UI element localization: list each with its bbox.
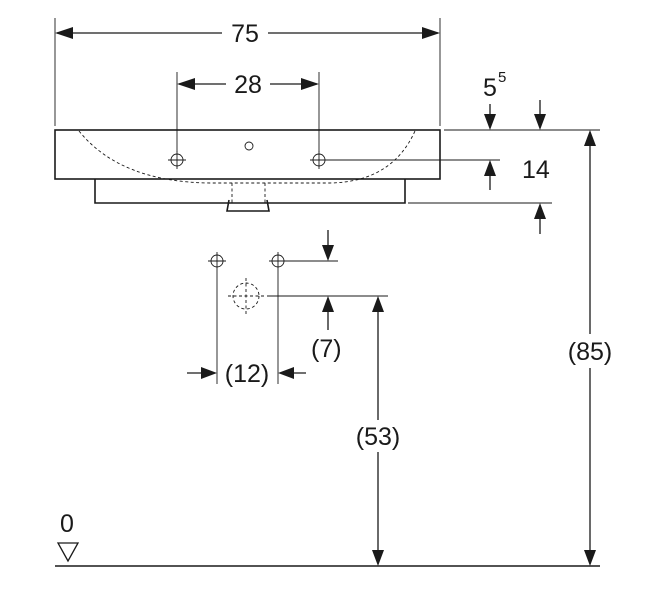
dimension-rim-height: (85) — [568, 130, 612, 566]
rim-offset-superscript: 5 — [498, 69, 506, 86]
basin-lower-body — [94, 179, 406, 204]
dimension-outlet-offset: (7) — [267, 230, 388, 363]
tap-spacing-label: 28 — [234, 71, 262, 99]
floor-level-label: 0 — [60, 510, 74, 538]
drain-outlet — [226, 199, 270, 212]
total-width-label: 75 — [231, 20, 259, 48]
floor-reference: 0 — [55, 510, 600, 567]
basin-depth-label: 14 — [522, 156, 550, 184]
dimension-outlet-height: (53) — [356, 296, 400, 566]
supply-point-right — [269, 252, 287, 270]
supply-point-left — [208, 252, 226, 270]
basin-outline — [54, 129, 441, 212]
rim-offset-label: 5 — [483, 74, 497, 102]
dimension-basin-depth: 14 — [326, 156, 552, 234]
basin-bowl-hidden — [78, 130, 416, 184]
tap-hole-right — [310, 151, 328, 169]
tap-hole-left — [168, 151, 186, 169]
drain-hidden — [231, 183, 266, 205]
dimension-tap-spacing: 28 — [176, 71, 320, 152]
basin-rim — [54, 129, 441, 180]
outlet-height-label: (53) — [356, 423, 400, 451]
waste-outlet-point — [228, 278, 264, 314]
dimension-outlet-spacing: (12) — [187, 270, 306, 388]
overflow-hole — [244, 141, 254, 151]
floor-level-symbol — [56, 542, 80, 563]
dimension-rim-offset: 5 5 — [444, 69, 600, 131]
rim-height-label: (85) — [568, 338, 612, 366]
dimension-total-width: 75 — [54, 18, 441, 126]
outlet-offset-label: (7) — [311, 335, 342, 363]
outlet-spacing-label: (12) — [225, 360, 269, 388]
